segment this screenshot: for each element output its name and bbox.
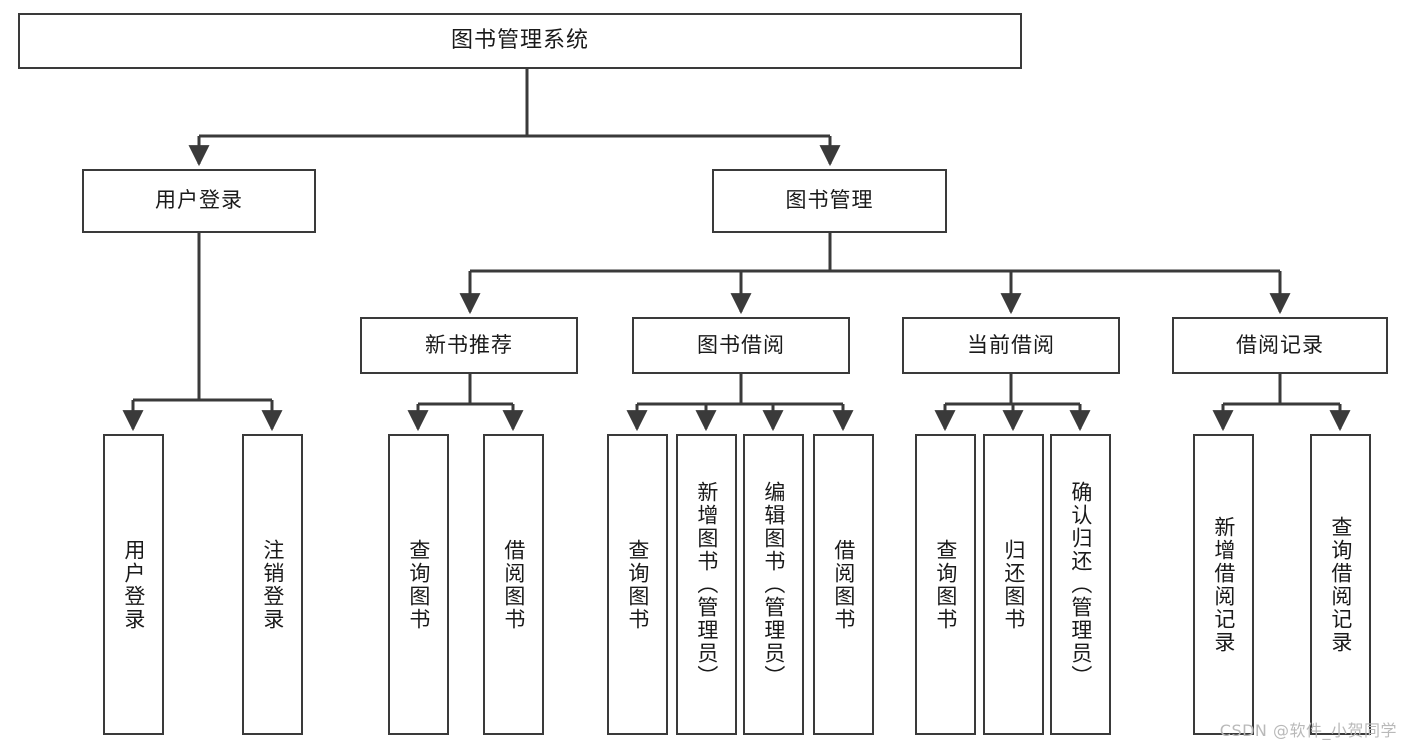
- node-leaf-confirm-return-label: 确认归还（管理员）: [1068, 481, 1093, 688]
- node-leaf-add-book[interactable]: 新增图书（管理员）: [676, 434, 737, 735]
- node-root[interactable]: 图书管理系统: [18, 13, 1022, 69]
- node-leaf-user-login[interactable]: 用户登录: [103, 434, 164, 735]
- node-book-borrow[interactable]: 图书借阅: [632, 317, 850, 374]
- node-leaf-borrow-book-1-label: 借阅图书: [501, 538, 526, 631]
- node-leaf-query-book-1-label: 查询图书: [406, 538, 431, 631]
- node-leaf-add-record-label: 新增借阅记录: [1211, 515, 1236, 654]
- node-new-book-recommend-label: 新书推荐: [425, 332, 513, 357]
- node-leaf-add-book-label: 新增图书（管理员）: [694, 481, 719, 688]
- node-current-borrow-label: 当前借阅: [967, 332, 1055, 357]
- node-book-borrow-label: 图书借阅: [697, 332, 785, 357]
- node-leaf-query-book-2[interactable]: 查询图书: [607, 434, 668, 735]
- node-root-label: 图书管理系统: [450, 27, 589, 53]
- node-leaf-query-record[interactable]: 查询借阅记录: [1310, 434, 1371, 735]
- node-leaf-edit-book[interactable]: 编辑图书（管理员）: [743, 434, 804, 735]
- node-borrow-record-label: 借阅记录: [1236, 332, 1324, 357]
- node-leaf-query-book-3-label: 查询图书: [933, 538, 958, 631]
- node-leaf-borrow-book-1[interactable]: 借阅图书: [483, 434, 544, 735]
- node-book-manage[interactable]: 图书管理: [712, 169, 947, 233]
- node-leaf-borrow-book-2[interactable]: 借阅图书: [813, 434, 874, 735]
- node-leaf-query-book-3[interactable]: 查询图书: [915, 434, 976, 735]
- node-leaf-add-record[interactable]: 新增借阅记录: [1193, 434, 1254, 735]
- node-current-borrow[interactable]: 当前借阅: [902, 317, 1120, 374]
- node-leaf-user-login-label: 用户登录: [121, 538, 146, 631]
- node-borrow-record[interactable]: 借阅记录: [1172, 317, 1388, 374]
- node-leaf-return-book[interactable]: 归还图书: [983, 434, 1044, 735]
- node-leaf-return-book-label: 归还图书: [1001, 538, 1026, 631]
- node-new-book-recommend[interactable]: 新书推荐: [360, 317, 578, 374]
- node-leaf-edit-book-label: 编辑图书（管理员）: [761, 481, 786, 688]
- node-leaf-query-book-1[interactable]: 查询图书: [388, 434, 449, 735]
- node-user-login-label: 用户登录: [155, 188, 243, 213]
- node-leaf-query-record-label: 查询借阅记录: [1328, 515, 1353, 654]
- node-leaf-logout-label: 注销登录: [260, 538, 285, 631]
- node-user-login[interactable]: 用户登录: [82, 169, 316, 233]
- node-leaf-confirm-return[interactable]: 确认归还（管理员）: [1050, 434, 1111, 735]
- node-book-manage-label: 图书管理: [785, 188, 874, 213]
- node-leaf-logout[interactable]: 注销登录: [242, 434, 303, 735]
- node-leaf-borrow-book-2-label: 借阅图书: [831, 538, 856, 631]
- node-leaf-query-book-2-label: 查询图书: [625, 538, 650, 631]
